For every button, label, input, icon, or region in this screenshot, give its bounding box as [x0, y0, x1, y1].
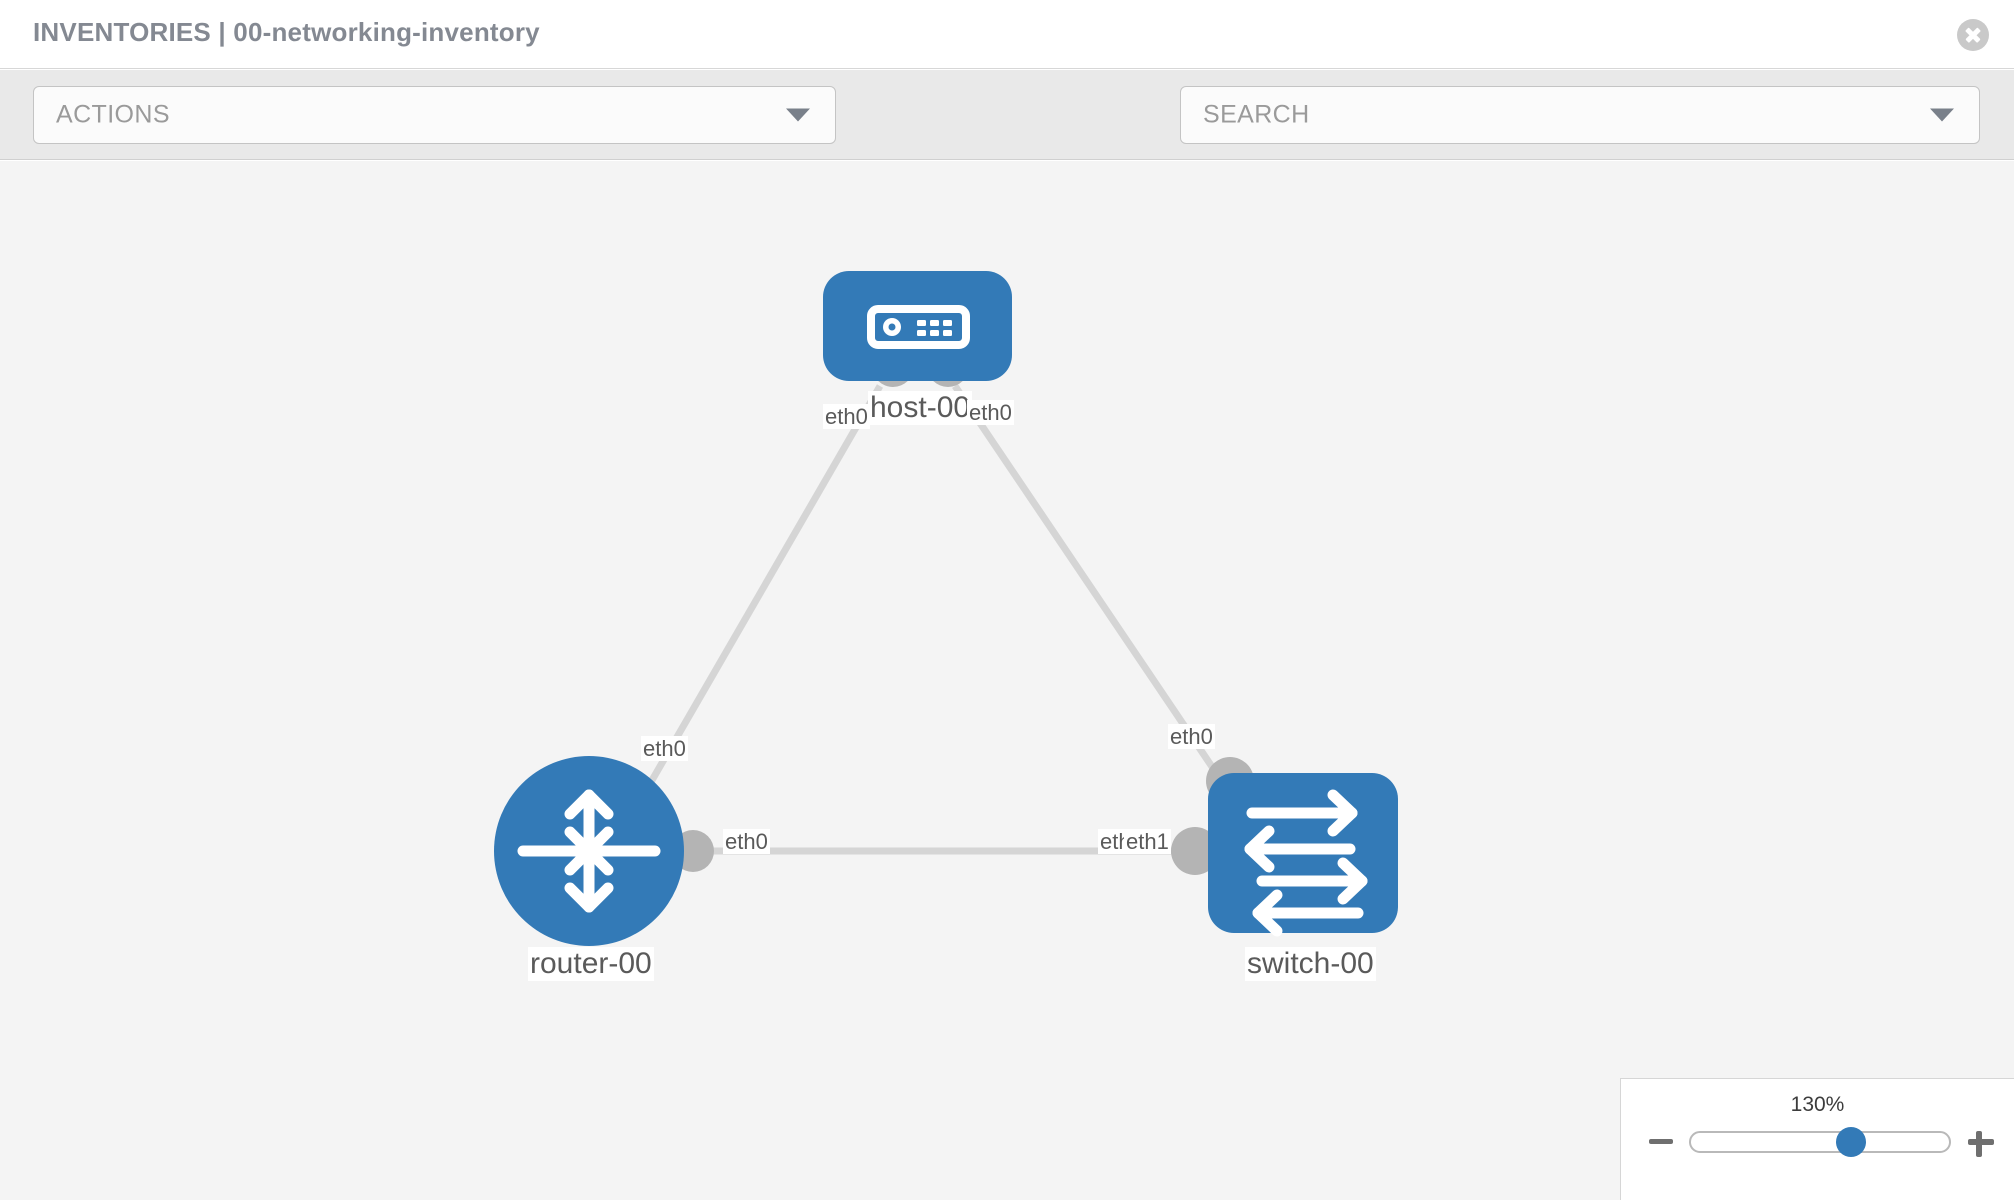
node-switch-00: [1208, 773, 1398, 937]
edge-host-switch: [952, 384, 1228, 788]
actions-dropdown[interactable]: ACTIONS: [33, 86, 836, 144]
zoom-slider-thumb[interactable]: [1835, 1127, 1866, 1157]
chevron-down-icon: [1930, 108, 1954, 122]
port-label: eth1: [1124, 829, 1171, 855]
node-label-host: host-00: [868, 391, 973, 425]
port-label: eth0: [823, 404, 870, 430]
node-host-00: [823, 271, 1012, 381]
switch-arrows-icon: [1244, 789, 1368, 937]
port-label: eth0: [967, 400, 1014, 426]
port-handle: [1171, 827, 1219, 875]
close-icon[interactable]: [1957, 19, 1989, 51]
zoom-out-button[interactable]: [1646, 1127, 1676, 1157]
port-label: eth0: [723, 829, 770, 855]
toolbar: ACTIONS SEARCH: [0, 70, 2014, 199]
router-arrows-icon: [517, 789, 661, 913]
zoom-in-button[interactable]: [1966, 1127, 1996, 1157]
topology-graph: [494, 271, 1398, 946]
server-icon: [867, 305, 970, 349]
zoom-control-panel: 130%: [1620, 1078, 2014, 1200]
chevron-down-icon: [786, 108, 810, 122]
port-label: eth0: [641, 736, 688, 762]
actions-dropdown-label: ACTIONS: [56, 100, 170, 129]
node-label-switch: switch-00: [1245, 947, 1376, 981]
edge-host-router: [636, 384, 884, 803]
topology-ports: [672, 345, 1254, 875]
node-router-00: [494, 756, 684, 946]
topology-edges: [636, 384, 1228, 855]
zoom-slider[interactable]: [1689, 1127, 1951, 1157]
zoom-level-value: 130%: [1790, 1093, 1845, 1116]
search-placeholder: SEARCH: [1203, 100, 1310, 129]
topology-canvas[interactable]: eth0 host-00 eth0 eth0 eth0 eth0 eth0 et…: [0, 161, 2014, 1200]
page-title: INVENTORIES | 00-networking-inventory: [33, 17, 540, 47]
node-label-router: router-00: [528, 947, 654, 981]
page-header: INVENTORIES | 00-networking-inventory: [0, 0, 2014, 69]
port-label: eth0: [1168, 724, 1215, 750]
search-input[interactable]: SEARCH: [1180, 86, 1980, 144]
